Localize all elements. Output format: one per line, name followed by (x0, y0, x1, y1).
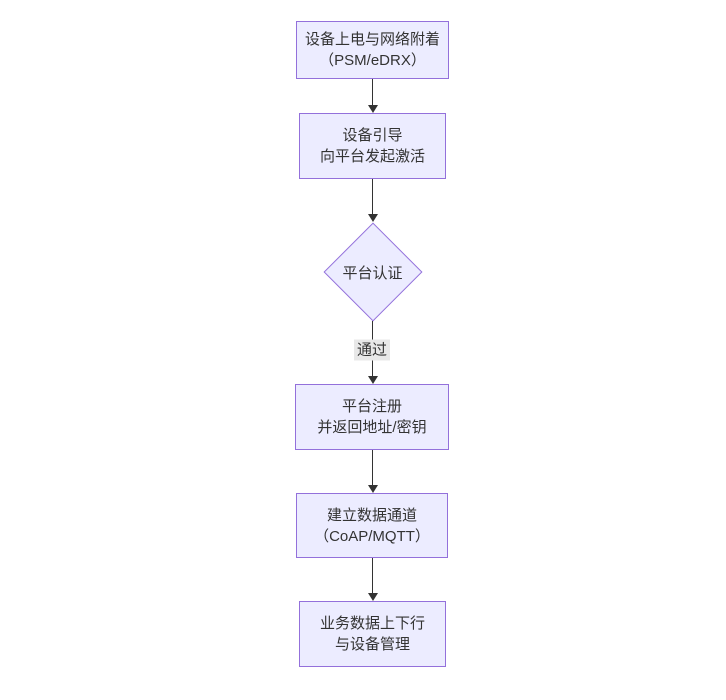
edge-bootstrap-to-auth (367, 179, 378, 222)
edge-line (372, 558, 373, 593)
edge-power-to-bootstrap (367, 79, 378, 113)
node-label: 平台注册 并返回地址/密钥 (317, 398, 427, 436)
edge-channel-to-business (367, 558, 378, 601)
node-platform-register: 平台注册 并返回地址/密钥 (295, 384, 449, 450)
edge-line (372, 79, 373, 105)
arrowhead-down-icon (367, 105, 378, 113)
edge-label-pass: 通过 (353, 339, 391, 361)
arrowhead-down-icon (367, 593, 378, 601)
edge-register-to-channel (367, 450, 378, 493)
decision-platform-auth: 平台认证 (322, 222, 423, 322)
node-label: 设备引导 向平台发起激活 (319, 127, 425, 165)
node-label: 业务数据上下行 与设备管理 (319, 615, 425, 653)
node-data-channel: 建立数据通道 （CoAP/MQTT） (296, 493, 448, 558)
arrowhead-down-icon (367, 485, 378, 493)
arrowhead-down-icon (367, 214, 378, 222)
node-business-data-mgmt: 业务数据上下行 与设备管理 (299, 601, 446, 667)
node-power-network-attach: 设备上电与网络附着 （PSM/eDRX） (296, 21, 449, 79)
node-label: 设备上电与网络附着 （PSM/eDRX） (304, 31, 440, 69)
arrowhead-down-icon (367, 376, 378, 384)
edge-line (372, 179, 373, 214)
node-label: 建立数据通道 （CoAP/MQTT） (314, 506, 430, 545)
edge-line (372, 450, 373, 485)
node-label: 平台认证 (342, 264, 403, 282)
node-device-bootstrap: 设备引导 向平台发起激活 (299, 113, 446, 179)
